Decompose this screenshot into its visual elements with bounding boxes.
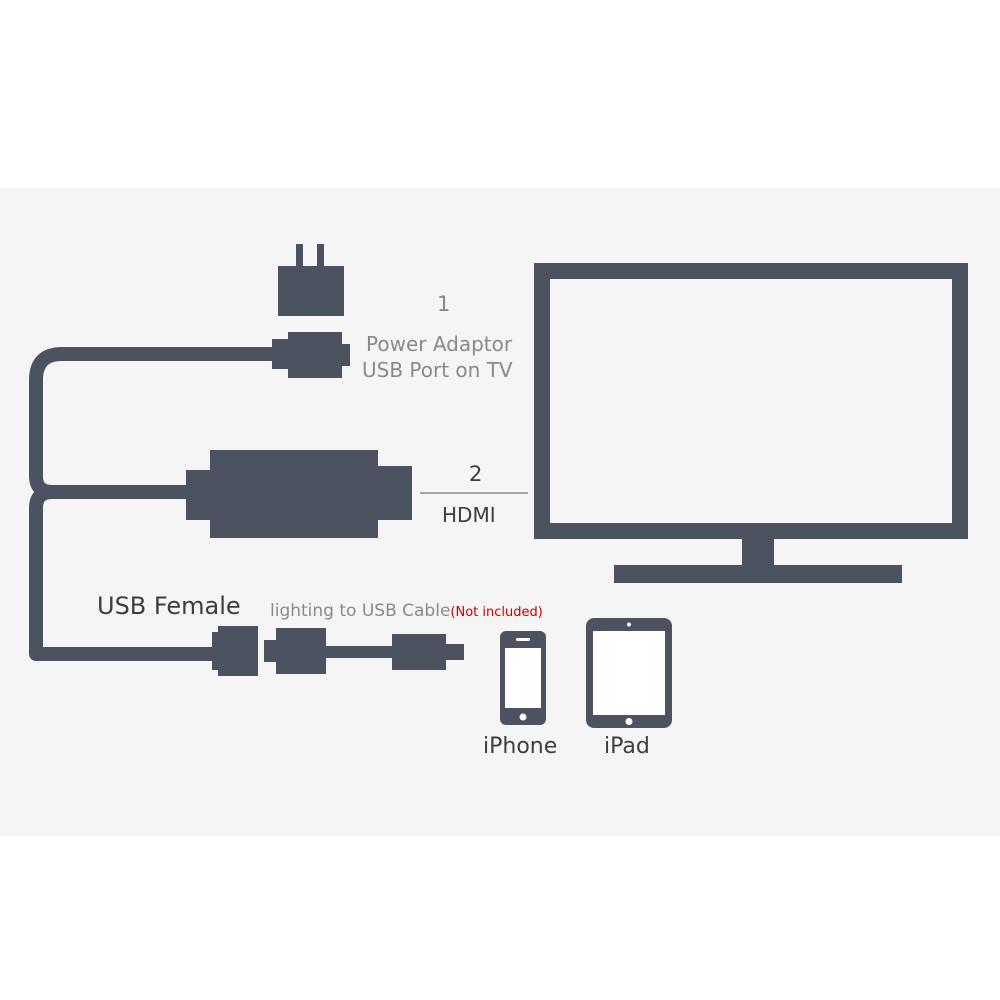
step2-number: 2 <box>469 462 483 486</box>
not-included-note: (Not included) <box>450 605 543 620</box>
lightning-cable-icon <box>264 628 464 674</box>
usb-plug-icon <box>272 332 350 378</box>
step2-label: HDMI <box>442 503 496 527</box>
step1-label-line2: USB Port on TV <box>362 358 513 382</box>
lighting-cable-label: lighting to USB Cable(Not included) <box>270 603 543 620</box>
ipad-icon <box>586 618 672 728</box>
tv-icon <box>534 263 968 583</box>
main-cable <box>29 347 282 661</box>
hdmi-plug-icon <box>186 450 412 538</box>
diagram-panel <box>0 188 1000 836</box>
power-plug-icon <box>278 244 344 316</box>
iphone-label: iPhone <box>483 734 558 759</box>
lighting-cable-text: lighting to USB Cable <box>270 601 451 621</box>
ipad-label: iPad <box>604 734 650 759</box>
usb-female-icon <box>212 626 258 676</box>
usb-female-label: USB Female <box>97 592 241 620</box>
iphone-icon <box>500 631 546 725</box>
step1-number: 1 <box>437 292 451 316</box>
step1-label-line1: Power Adaptor <box>366 332 513 356</box>
